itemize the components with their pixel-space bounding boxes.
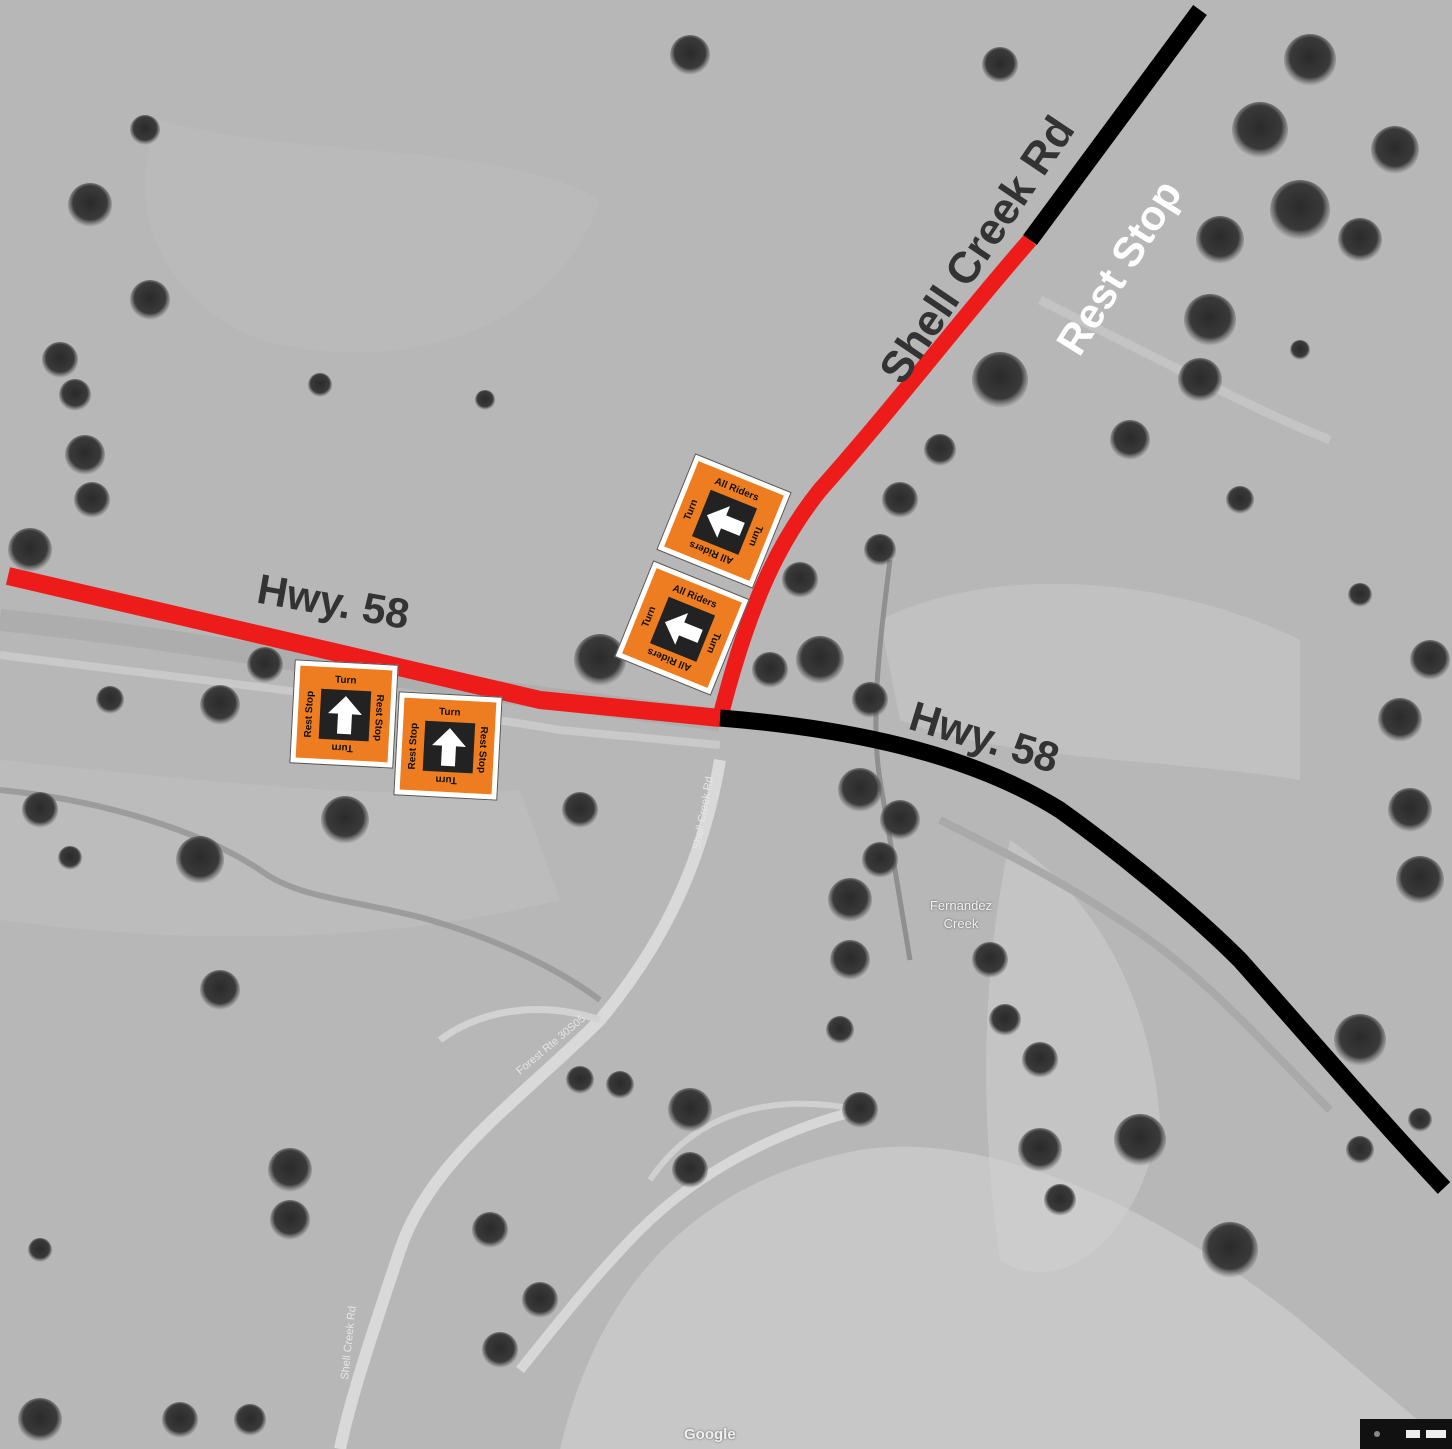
shell-creek-rd-south (334, 759, 726, 1449)
google-logo: Google (684, 1426, 736, 1443)
sign-right-text: Rest Stop (475, 726, 490, 774)
all-riders-turn-sign-2[interactable]: All Riders All Riders Turn Turn (614, 560, 750, 696)
left-arrow-icon (650, 596, 716, 662)
sign-panel: All Riders All Riders Turn Turn (664, 461, 784, 581)
route-hwy58-west (5, 567, 721, 727)
attribution-icon (1374, 1431, 1380, 1437)
map-attribution-bar[interactable] (1360, 1419, 1452, 1449)
sign-left-text: Rest Stop (406, 722, 421, 770)
up-arrow-icon (318, 688, 372, 742)
sign-panel: Turn Turn Rest Stop Rest Stop (399, 697, 497, 795)
sign-left-text: Rest Stop (302, 690, 317, 738)
trees (8, 34, 1450, 1442)
attribution-link[interactable] (1426, 1430, 1446, 1438)
attribution-link[interactable] (1406, 1430, 1420, 1438)
road-shell-creek-rd-north (1023, 4, 1207, 246)
route-shell-creek-rd (712, 234, 1037, 720)
up-arrow-icon (422, 720, 476, 774)
road-hwy58-east (719, 709, 1451, 1194)
rest-stop-turn-sign-2[interactable]: Turn Turn Rest Stop Rest Stop (393, 691, 503, 801)
sign-panel: Turn Turn Rest Stop Rest Stop (295, 665, 393, 763)
all-riders-turn-sign-1[interactable]: All Riders All Riders Turn Turn (656, 453, 792, 589)
sign-right-text: Rest Stop (371, 694, 386, 742)
rest-stop-turn-sign-1[interactable]: Turn Turn Rest Stop Rest Stop (289, 659, 399, 769)
creek-label: Fernandez Creek (929, 898, 993, 931)
sign-panel: All Riders All Riders Turn Turn (622, 568, 742, 688)
left-arrow-icon (692, 489, 758, 555)
